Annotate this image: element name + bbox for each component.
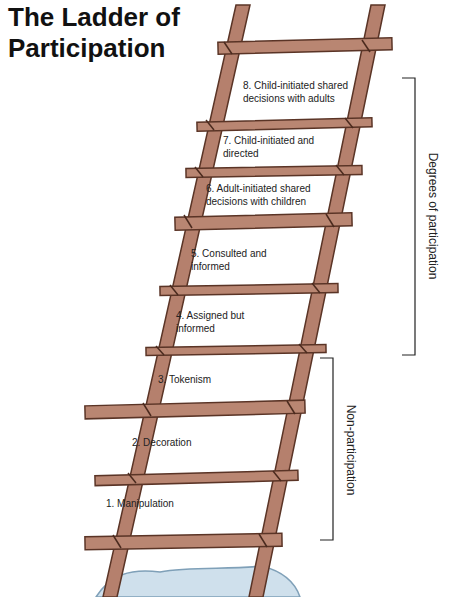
bracket-label: Degrees of participation [425, 153, 440, 280]
rung [95, 470, 298, 485]
rung-label: 7. Child-initiated and directed [223, 135, 335, 160]
rung-label: 1. Manipulation [106, 498, 226, 511]
rung-label: 2. Decoration [132, 437, 242, 450]
rung [85, 400, 305, 419]
rung [146, 344, 326, 355]
rung-label: 5. Consulted and informed [191, 248, 283, 273]
rung [175, 213, 352, 231]
rung-label: 4. Assigned but informed [176, 310, 272, 335]
bracket [402, 78, 415, 355]
rung [85, 533, 282, 549]
rung [186, 165, 362, 177]
diagram-title: The Ladder of Participation [8, 2, 248, 64]
bracket [320, 358, 333, 540]
left-rail [103, 5, 250, 597]
rope-lashings [113, 40, 370, 548]
water-splash [96, 566, 300, 597]
rungs [85, 38, 392, 550]
rung [160, 283, 338, 295]
bracket-label: Non-participation [343, 405, 358, 496]
rung [218, 38, 392, 55]
rung-label: 3. Tokenism [158, 374, 268, 387]
rung-label: 6. Adult-initiated shared decisions with… [206, 183, 344, 208]
rung [197, 118, 372, 132]
rung-label: 8. Child-initiated shared decisions with… [243, 80, 375, 105]
